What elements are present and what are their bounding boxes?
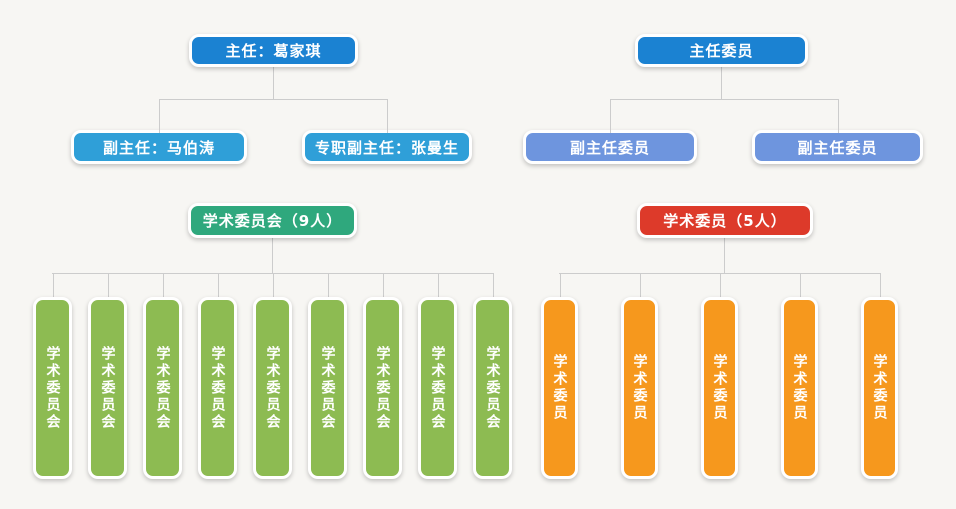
node-academic-committee-member: 学术委员会 (363, 273, 402, 479)
node-academic-committee-member: 学术委员会 (33, 273, 72, 479)
node-deputy-chief-member: 副主任委员 (752, 99, 923, 164)
node-deputy-director: 副主任：马伯涛 (71, 99, 247, 164)
connector-line (610, 99, 838, 100)
academic-member-row: 学术委员 学术委员 学术委员 学术委员 学术委员 (541, 273, 898, 479)
node-chief-member: 主任委员 (635, 34, 808, 67)
connector-line (159, 99, 388, 100)
node-academic-member: 学术委员 (781, 273, 818, 479)
node-academic-committee-member: 学术委员会 (88, 273, 127, 479)
node-academic-member: 学术委员 (861, 273, 898, 479)
node-academic-committee-member: 学术委员会 (198, 273, 237, 479)
node-director: 主任：葛家琪 (189, 34, 358, 67)
connector-line (724, 238, 725, 274)
connector-line (272, 238, 273, 274)
node-academic-member: 学术委员 (541, 273, 578, 479)
node-deputy-chief-member: 副主任委员 (523, 99, 697, 164)
node-academic-committee-member: 学术委员会 (143, 273, 182, 479)
connector-line (273, 67, 274, 100)
node-academic-member: 学术委员 (621, 273, 658, 479)
node-academic-committee-member: 学术委员会 (253, 273, 292, 479)
node-academic-member: 学术委员 (701, 273, 738, 479)
node-academic-committee-member: 学术委员会 (418, 273, 457, 479)
academic-committee-row: 学术委员会 学术委员会 学术委员会 学术委员会 学术委员会 学术委员会 学术委员… (33, 273, 512, 479)
node-academic-committee-member: 学术委员会 (473, 273, 512, 479)
node-academic-member-group: 学术委员（5人） (637, 203, 813, 238)
node-academic-committee-member: 学术委员会 (308, 273, 347, 479)
node-academic-committee-group: 学术委员会（9人） (188, 203, 357, 238)
connector-line (721, 67, 722, 100)
node-fulltime-deputy-director: 专职副主任：张曼生 (302, 99, 472, 164)
